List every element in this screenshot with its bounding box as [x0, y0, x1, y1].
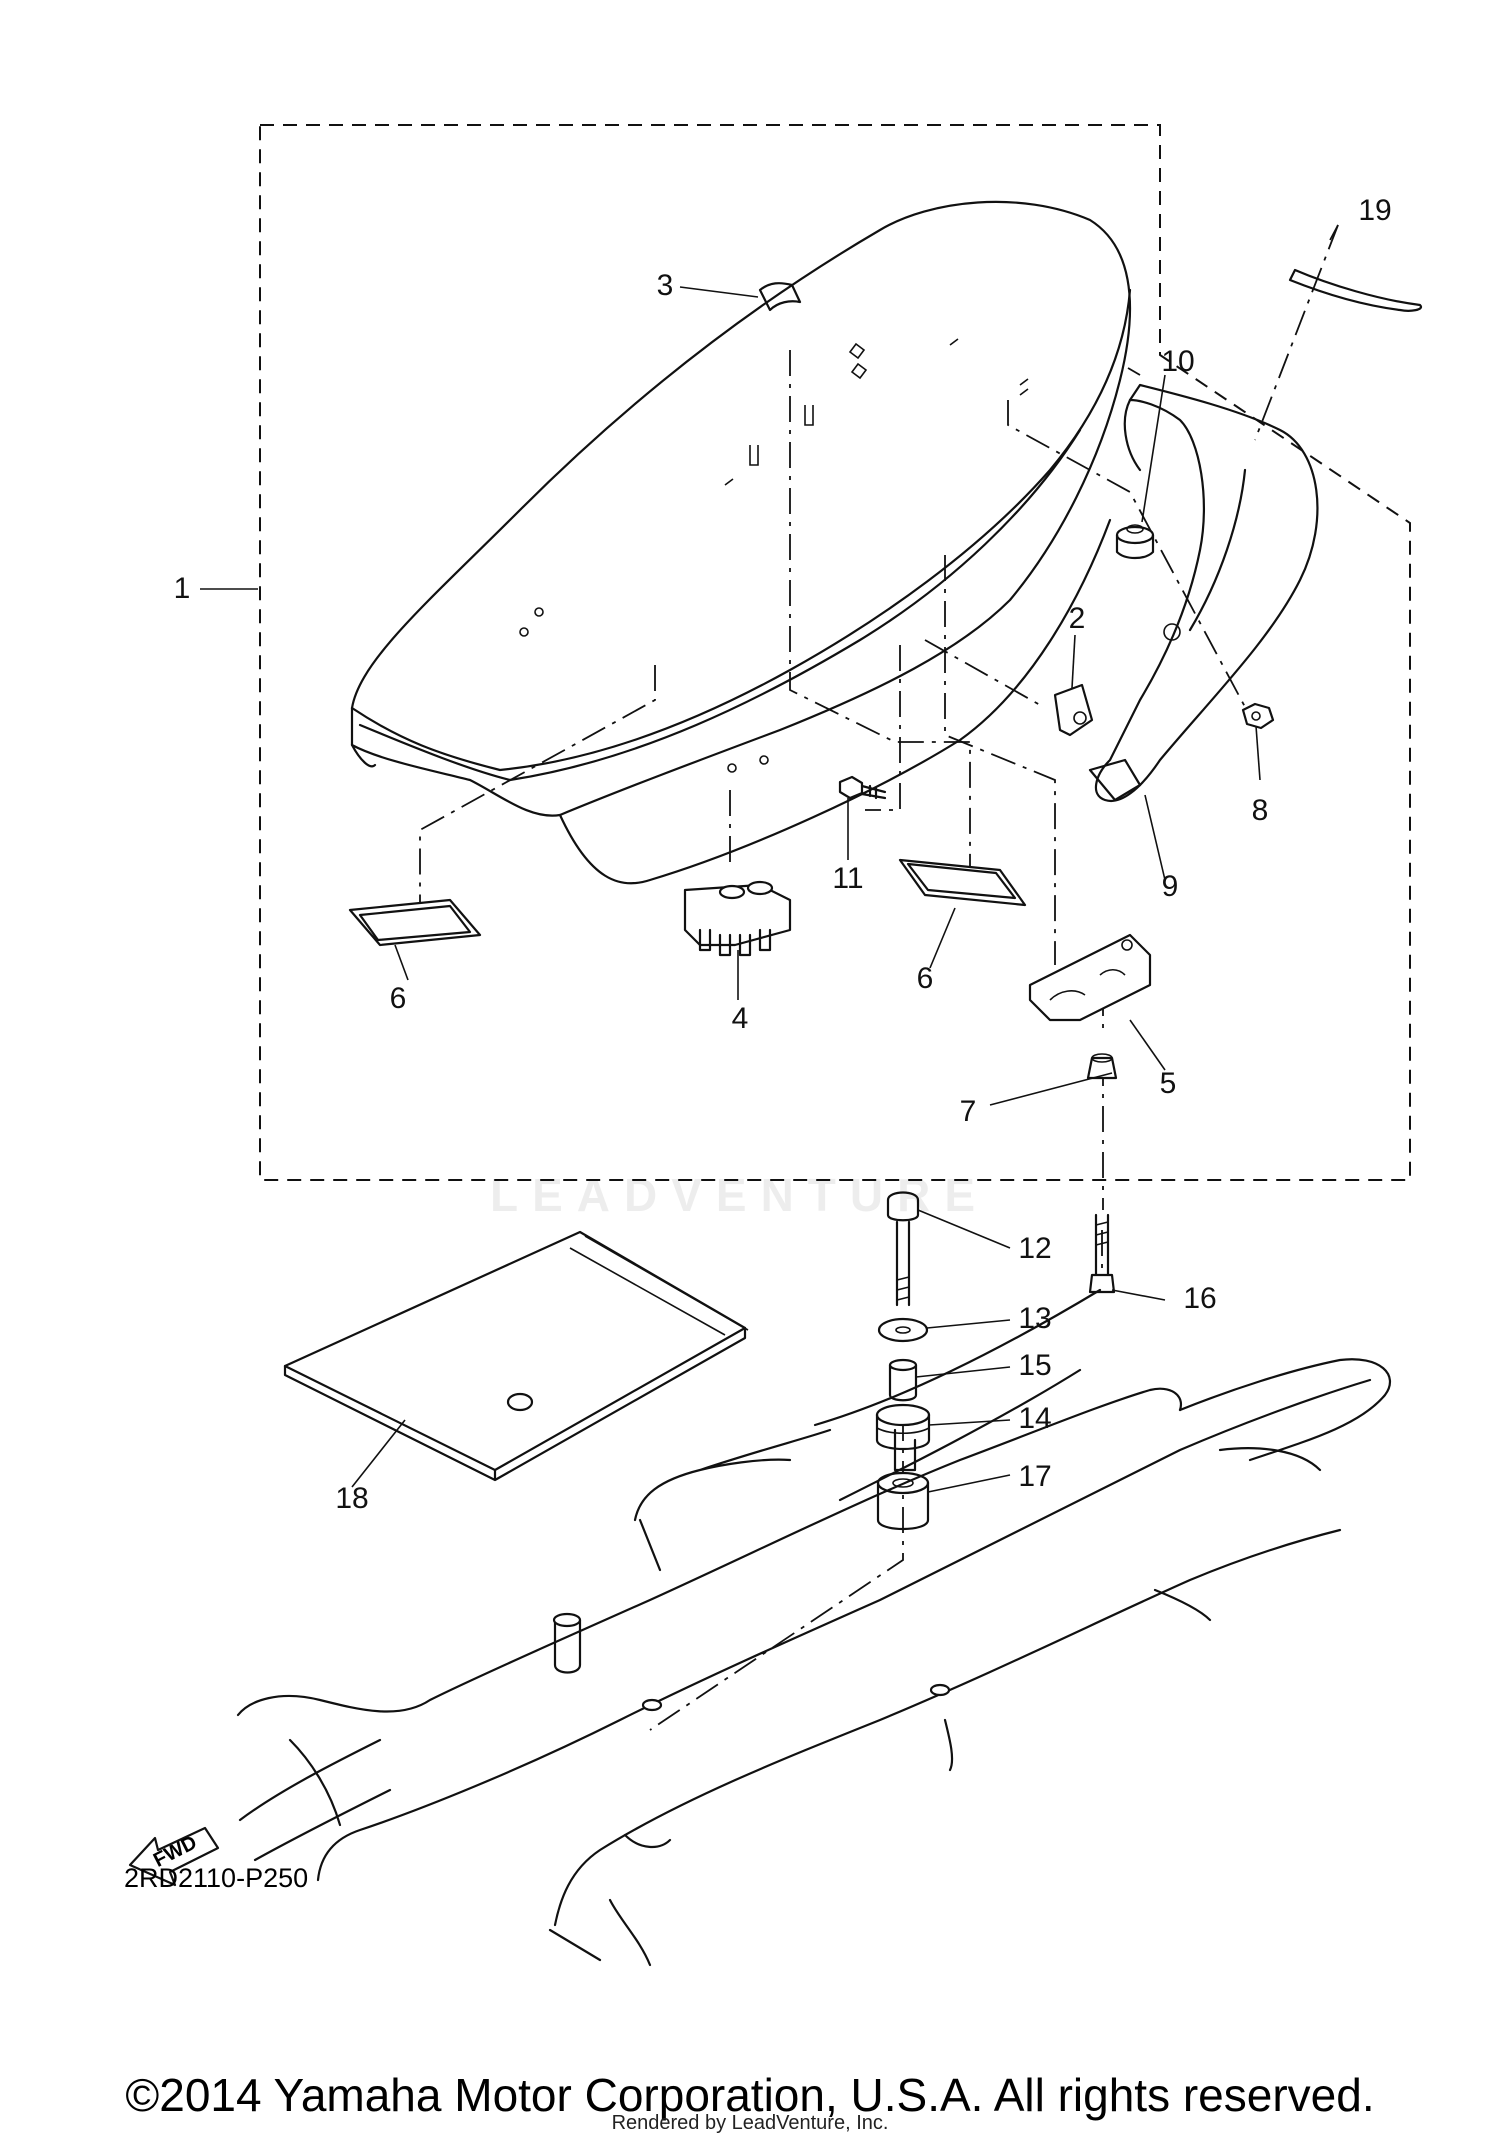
washer-13: [877, 1317, 929, 1343]
callout-13: 13: [1018, 1302, 1051, 1335]
pad-6-right: [898, 858, 1027, 907]
seat-strap-3: [758, 282, 802, 312]
callout-11: 11: [832, 862, 863, 895]
clip-2: [1053, 683, 1094, 737]
assembly-boundary: [259, 124, 1411, 1181]
callout-8: 8: [1252, 794, 1269, 827]
callout-6-right: 6: [917, 962, 934, 995]
seat-outline: [350, 200, 1132, 885]
callout-19: 19: [1358, 194, 1391, 227]
leader-lines: [200, 224, 1339, 1493]
callout-labels: 1 2 3 4 5 6 6 7 8 9 10 11 12 13 14 15 16…: [174, 194, 1392, 1515]
drawing-code: 2RD2110-P250: [124, 1863, 309, 1893]
grommet-14: [875, 1403, 931, 1450]
callout-18: 18: [335, 1482, 368, 1515]
callout-14: 14: [1018, 1402, 1051, 1435]
tail-cowl-9: [1088, 383, 1319, 803]
callout-10: 10: [1161, 345, 1194, 378]
collar-15: [888, 1358, 918, 1402]
callout-5: 5: [1160, 1067, 1177, 1100]
callout-3: 3: [657, 269, 674, 302]
callout-17: 17: [1018, 1460, 1051, 1493]
nut-8: [1241, 702, 1275, 730]
bracket-5: [1028, 933, 1152, 1022]
callout-2: 2: [1069, 602, 1086, 635]
callout-1: 1: [174, 572, 191, 605]
frame-outline: [236, 1288, 1392, 1967]
watermark: LEADVENTURE: [490, 1169, 990, 1221]
callout-15: 15: [1018, 1349, 1051, 1382]
callout-7: 7: [960, 1095, 977, 1128]
assembly-lines: [419, 224, 1339, 1731]
render-credit: Rendered by LeadVenture, Inc.: [611, 2112, 889, 2134]
callout-16: 16: [1183, 1282, 1216, 1315]
bolt-11: [838, 775, 887, 800]
bolt-12: [886, 1191, 920, 1307]
damper-4: [683, 880, 792, 957]
grommet-7: [1086, 1053, 1118, 1080]
callout-9: 9: [1162, 870, 1179, 903]
copyright-notice: ©2014 Yamaha Motor Corporation, U.S.A. A…: [125, 2069, 1375, 2121]
callout-12: 12: [1018, 1232, 1051, 1265]
callout-4: 4: [732, 1002, 749, 1035]
callout-6-left: 6: [390, 982, 407, 1015]
bolt-16: [1088, 1213, 1116, 1294]
pad-6-left: [348, 898, 482, 947]
seat-sheet-18: [283, 1230, 749, 1482]
decal-19: [1288, 268, 1423, 312]
damper-10: [1115, 524, 1155, 560]
